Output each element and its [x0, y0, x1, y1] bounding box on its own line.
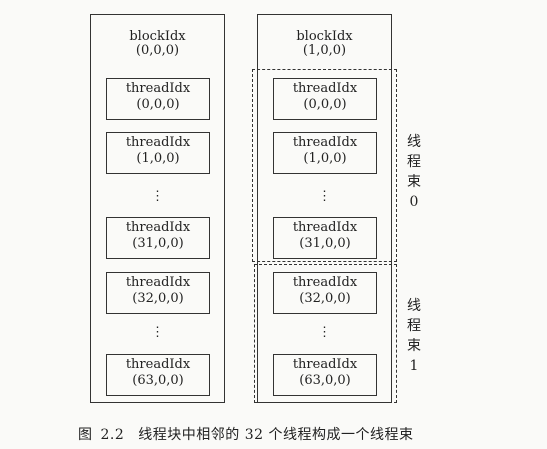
thread-index: (32,0,0): [299, 291, 351, 306]
block-0-thread-31: threadIdx (31,0,0): [106, 217, 210, 259]
thread-block-1: blockIdx (1,0,0) threadIdx (0,0,0) threa…: [257, 14, 392, 403]
thread-index: (31,0,0): [299, 236, 351, 251]
thread-index: (63,0,0): [132, 373, 184, 388]
block-0-thread-1: threadIdx (1,0,0): [106, 132, 210, 174]
thread-name: threadIdx: [292, 135, 358, 150]
warp-1-char: 1: [409, 358, 419, 374]
warp-1-char: 束: [407, 338, 421, 354]
thread-name: threadIdx: [125, 220, 191, 235]
thread-name: threadIdx: [292, 81, 358, 96]
thread-index: (1,0,0): [136, 151, 180, 166]
block-0-index: (0,0,0): [135, 43, 180, 58]
block-1-ellipsis-2: ⋮: [318, 325, 331, 340]
thread-block-0: blockIdx (0,0,0) threadIdx (0,0,0) threa…: [90, 14, 225, 403]
block-1-index: (1,0,0): [302, 43, 347, 58]
block-0-ellipsis-1: ⋮: [151, 189, 164, 204]
block-1-thread-32: threadIdx (32,0,0): [273, 272, 377, 314]
thread-index: (0,0,0): [136, 97, 180, 112]
warp-0-char: 线: [407, 134, 421, 150]
block-0-thread-0: threadIdx (0,0,0): [106, 78, 210, 120]
thread-name: threadIdx: [292, 357, 358, 372]
block-1-title: blockIdx (1,0,0): [258, 30, 391, 58]
warp-1-char: 程: [407, 318, 421, 334]
thread-name: threadIdx: [125, 275, 191, 290]
thread-name: threadIdx: [125, 135, 191, 150]
caption-text: 线程块中相邻的 32 个线程构成一个线程束: [138, 427, 414, 443]
block-0-title: blockIdx (0,0,0): [91, 30, 224, 58]
block-0-thread-63: threadIdx (63,0,0): [106, 354, 210, 396]
warp-1-label: 线 程 束 1: [404, 296, 424, 376]
warp-0-char: 束: [407, 174, 421, 190]
block-1-name: blockIdx: [296, 29, 353, 44]
thread-index: (1,0,0): [303, 151, 347, 166]
block-0-name: blockIdx: [129, 29, 186, 44]
caption-prefix: 图: [78, 427, 93, 443]
block-1-thread-63: threadIdx (63,0,0): [273, 354, 377, 396]
warp-0-char: 程: [407, 154, 421, 170]
thread-name: threadIdx: [292, 220, 358, 235]
warp-1-char: 线: [407, 298, 421, 314]
block-1-thread-0: threadIdx (0,0,0): [273, 78, 377, 120]
figure-caption: 图 2.2 线程块中相邻的 32 个线程构成一个线程束: [78, 424, 413, 444]
block-1-ellipsis-1: ⋮: [318, 189, 331, 204]
block-1-thread-31: threadIdx (31,0,0): [273, 217, 377, 259]
thread-index: (31,0,0): [132, 236, 184, 251]
thread-name: threadIdx: [125, 81, 191, 96]
warp-1-box: [254, 264, 397, 403]
thread-name: threadIdx: [125, 357, 191, 372]
thread-index: (0,0,0): [303, 97, 347, 112]
thread-index: (32,0,0): [132, 291, 184, 306]
thread-name: threadIdx: [292, 275, 358, 290]
warp-0-label: 线 程 束 0: [404, 132, 424, 212]
block-1-thread-1: threadIdx (1,0,0): [273, 132, 377, 174]
caption-number: 2.2: [100, 427, 125, 443]
warp-0-char: 0: [409, 194, 419, 210]
block-0-thread-32: threadIdx (32,0,0): [106, 272, 210, 314]
warp-0-box: [252, 69, 397, 262]
thread-index: (63,0,0): [299, 373, 351, 388]
block-0-ellipsis-2: ⋮: [151, 325, 164, 340]
